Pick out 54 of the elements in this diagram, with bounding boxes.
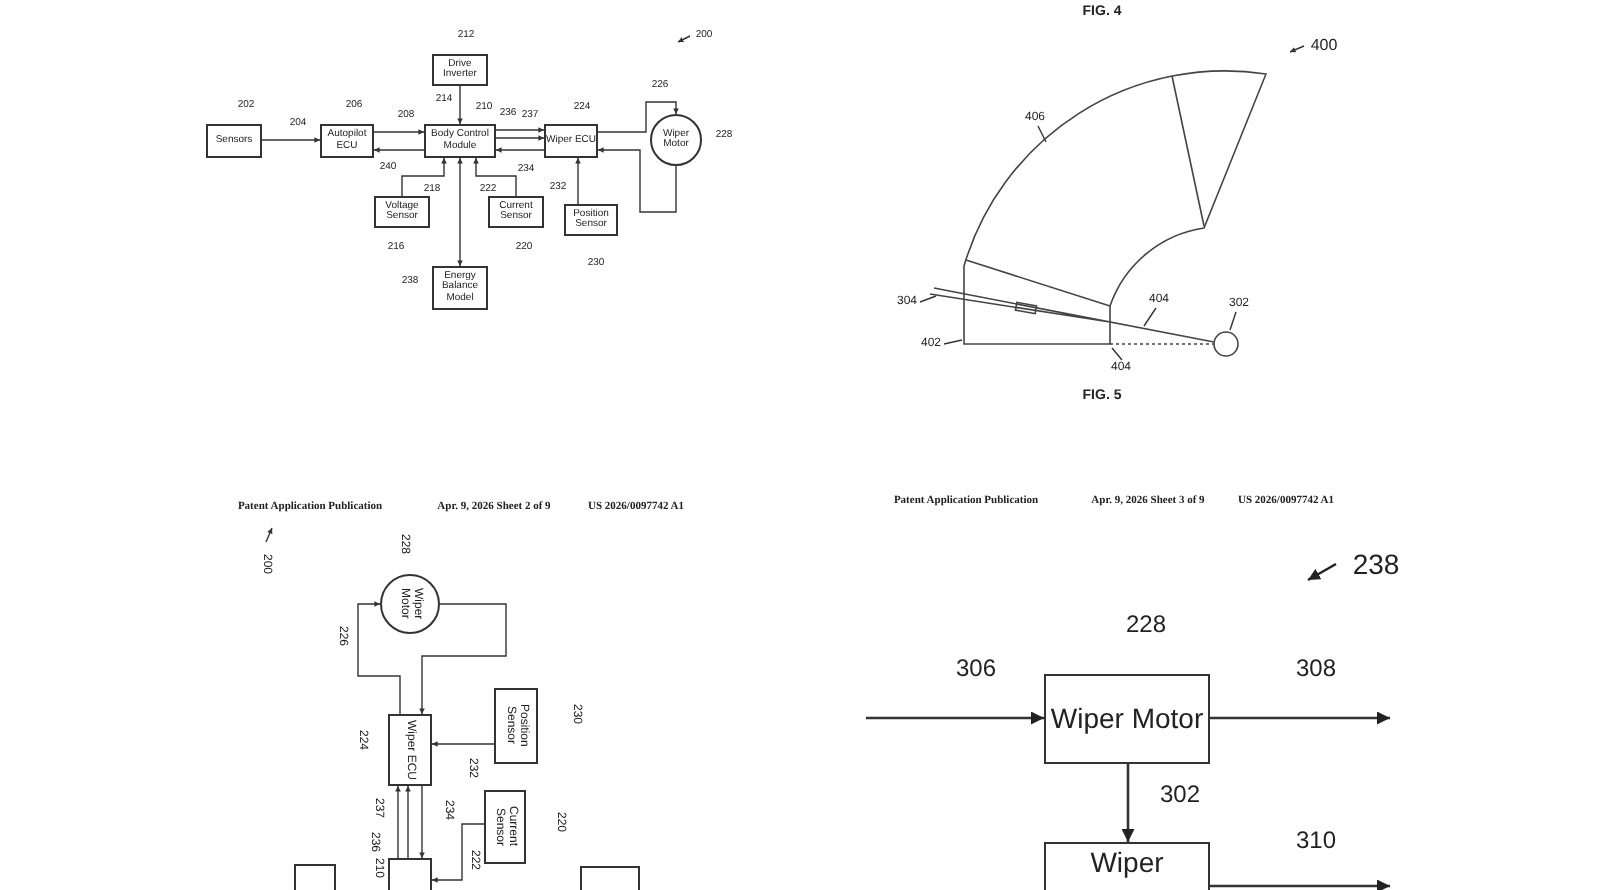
arrow — [395, 785, 401, 859]
arrow — [373, 147, 425, 153]
motor-circle — [380, 574, 440, 634]
process-box — [206, 124, 262, 158]
arrow — [1210, 711, 1390, 725]
arrow — [473, 157, 517, 197]
arrow — [431, 823, 485, 883]
leader-line — [943, 339, 963, 345]
arrow — [457, 157, 463, 267]
motor-circle — [650, 114, 702, 166]
leader-line — [1229, 311, 1237, 331]
leader-line — [1037, 125, 1047, 143]
process-box — [494, 688, 538, 764]
arrow — [373, 129, 425, 135]
arrow — [431, 741, 495, 747]
arrow — [597, 101, 679, 133]
leader-line — [1143, 307, 1157, 327]
reference-number: 400 — [1310, 38, 1338, 54]
edge-label: 310 — [1295, 828, 1337, 852]
arrow — [597, 147, 677, 213]
leader-line — [919, 295, 937, 303]
process-box — [432, 266, 488, 310]
arrow — [575, 157, 581, 205]
process-box — [488, 196, 544, 228]
arrow — [457, 85, 463, 125]
arrow — [495, 135, 545, 141]
edge-label: 306 — [955, 656, 997, 680]
process-box — [1044, 674, 1210, 764]
process-box — [320, 124, 374, 158]
box-label: Wiper Motor — [1050, 704, 1204, 734]
reference-number: 302 — [1159, 782, 1201, 806]
process-box — [564, 204, 618, 236]
arrow — [419, 785, 425, 859]
process-box — [544, 124, 598, 158]
box-label: Wiper — [1090, 848, 1164, 878]
process-box — [388, 714, 432, 786]
arrow — [401, 157, 447, 197]
arrow — [419, 603, 507, 715]
arrow — [405, 785, 411, 859]
leader-line — [1111, 347, 1123, 361]
process-box — [484, 790, 526, 864]
arrow — [866, 711, 1044, 725]
arrow — [357, 601, 401, 715]
arrow — [1210, 879, 1390, 890]
reference-number: 238 — [1352, 550, 1400, 578]
process-box — [432, 54, 488, 86]
reference-number: 228 — [1125, 612, 1167, 636]
arrow — [1121, 764, 1135, 842]
process-box — [374, 196, 430, 228]
arrow — [495, 147, 545, 153]
arrow — [261, 137, 321, 143]
arrow — [495, 127, 545, 133]
process-box — [424, 124, 496, 158]
edge-label: 308 — [1295, 656, 1337, 680]
